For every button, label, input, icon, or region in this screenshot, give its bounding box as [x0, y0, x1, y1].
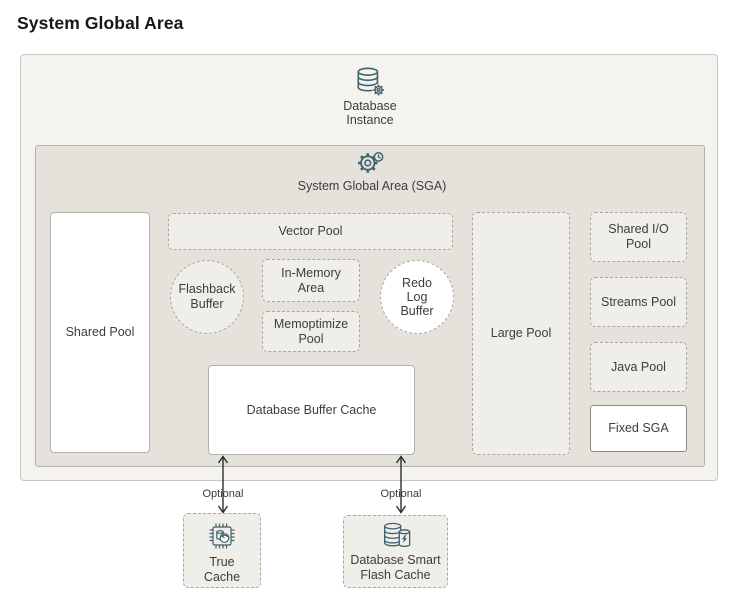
flashback-buffer-circle: Flashback Buffer	[170, 260, 244, 334]
redo-log-buffer-circle: Redo Log Buffer	[380, 260, 454, 334]
left-optional-label: Optional	[202, 488, 244, 500]
true-cache-box: True Cache	[183, 513, 261, 588]
database-flash-icon	[383, 522, 410, 547]
redo-log-buffer-label-line3: Buffer	[400, 304, 434, 318]
true-cache-label-line1: True	[209, 555, 235, 569]
in-memory-area-label-line1: In-Memory	[281, 265, 341, 280]
java-pool-box: Java Pool	[590, 342, 687, 392]
database-buffer-cache-label: Database Buffer Cache	[246, 402, 377, 417]
vector-pool-box: Vector Pool	[168, 213, 453, 250]
redo-log-buffer-label-line2: Log	[406, 290, 428, 304]
shared-pool-box: Shared Pool	[50, 212, 150, 453]
fixed-sga-box: Fixed SGA	[590, 405, 687, 452]
memoptimize-pool-box: Memoptimize Pool	[262, 311, 360, 352]
in-memory-area-label-line2: Area	[297, 280, 325, 295]
sga-label: System Global Area (SGA)	[297, 179, 447, 193]
database-instance-label-line1: Database	[343, 99, 397, 113]
fixed-sga-label: Fixed SGA	[608, 421, 669, 435]
flash-cache-label-line2: Flash Cache	[360, 567, 431, 582]
memoptimize-pool-label-line2: Pool	[298, 331, 324, 346]
gear-clock-icon	[358, 151, 384, 173]
right-optional-arrow	[395, 455, 407, 514]
database-instance-label: Database Instance	[309, 99, 431, 127]
right-optional-label: Optional	[380, 488, 422, 500]
shared-pool-label: Shared Pool	[65, 325, 135, 339]
memoptimize-pool-label-line1: Memoptimize	[273, 316, 349, 331]
left-optional-arrow	[217, 455, 229, 514]
flashback-buffer-label-line2: Buffer	[190, 297, 224, 311]
shared-io-pool-label-line2: Pool	[625, 237, 651, 251]
database-instance-label-line2: Instance	[346, 112, 394, 127]
shared-io-pool-label-line1: Shared I/O	[608, 222, 669, 236]
shared-io-pool-box: Shared I/O Pool	[590, 212, 687, 262]
chip-gauge-icon	[209, 523, 235, 549]
java-pool-label: Java Pool	[611, 359, 666, 374]
flash-cache-box: Database Smart Flash Cache	[343, 515, 448, 588]
streams-pool-box: Streams Pool	[590, 277, 687, 327]
large-pool-label: Large Pool	[490, 326, 552, 340]
page-title: System Global Area	[17, 13, 184, 33]
database-gear-icon	[357, 67, 385, 97]
vector-pool-label: Vector Pool	[278, 224, 343, 238]
flash-cache-label-line1: Database Smart	[350, 553, 441, 567]
redo-log-buffer-label-line1: Redo	[402, 276, 432, 290]
large-pool-box: Large Pool	[472, 212, 570, 455]
streams-pool-label: Streams Pool	[600, 294, 677, 309]
in-memory-area-box: In-Memory Area	[262, 259, 360, 302]
flashback-buffer-label-line1: Flashback	[178, 282, 236, 296]
true-cache-label-line2: Cache	[203, 569, 241, 584]
database-buffer-cache-box: Database Buffer Cache	[208, 365, 415, 455]
